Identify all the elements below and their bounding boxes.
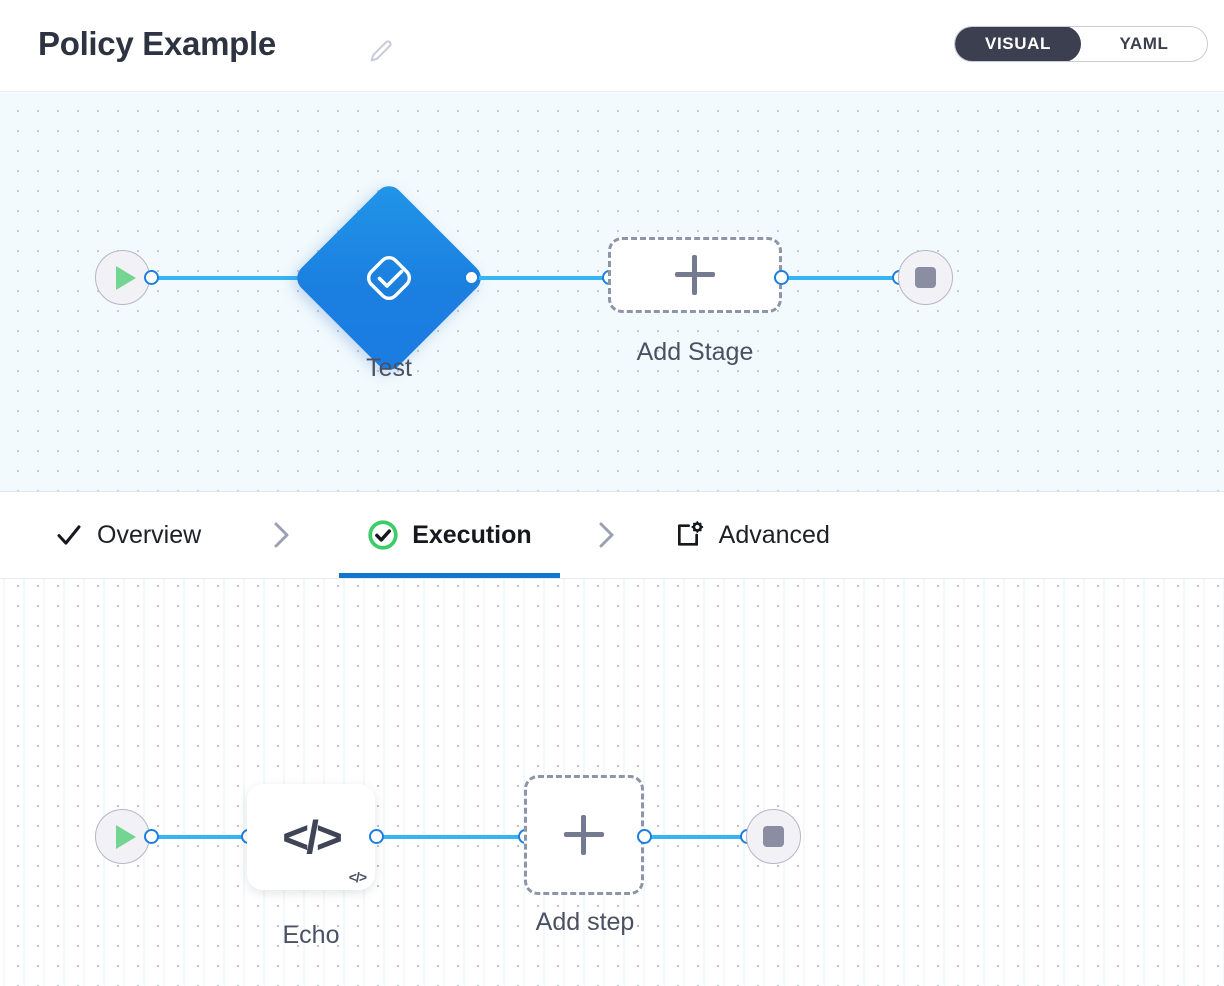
step-start-node[interactable]	[95, 809, 150, 864]
add-stage-button[interactable]	[608, 237, 782, 313]
tab-advanced[interactable]: Advanced	[664, 492, 840, 578]
plus-icon	[564, 815, 604, 855]
step-node-echo[interactable]: </> </>	[247, 784, 375, 890]
tab-label-advanced: Advanced	[718, 520, 830, 549]
add-step-label: Add step	[535, 908, 635, 936]
toggle-option-visual[interactable]: VISUAL	[955, 27, 1081, 61]
toggle-option-yaml[interactable]: YAML	[1119, 34, 1169, 53]
port-start-out[interactable]	[144, 270, 159, 285]
chevron-right-icon-1	[259, 492, 303, 578]
port-addstage-out[interactable]	[774, 270, 789, 285]
view-mode-toggle[interactable]: VISUAL YAML	[954, 26, 1208, 62]
tab-execution[interactable]: Execution	[339, 492, 561, 578]
stage-node-test[interactable]	[291, 180, 487, 376]
chevron-right-icon-2	[584, 492, 628, 578]
check-icon	[57, 525, 81, 545]
page-title: Policy Example	[38, 25, 276, 62]
plus-icon	[675, 255, 715, 295]
edge-test-addstage	[466, 276, 614, 280]
edge-start-test	[150, 276, 322, 280]
code-badge: </>	[348, 869, 367, 885]
check-circle-icon	[368, 520, 398, 550]
pencil-icon[interactable]	[366, 36, 396, 66]
stop-icon	[763, 826, 784, 847]
step-label-echo: Echo	[282, 921, 340, 949]
stage-end-node[interactable]	[898, 250, 953, 305]
section-tabs: Overview Execution	[0, 492, 1224, 578]
add-stage-label: Add Stage	[636, 338, 754, 366]
port-test-out[interactable]	[464, 270, 479, 285]
stop-icon	[915, 267, 936, 288]
tab-overview[interactable]: Overview	[44, 492, 211, 578]
edge-start-echo	[150, 835, 260, 839]
step-canvas[interactable]: </> </> Echo Add step	[0, 578, 1224, 986]
edge-echo-addstep	[376, 835, 528, 839]
port-echo-out[interactable]	[369, 829, 384, 844]
stage-canvas[interactable]: Test Add Stage	[0, 92, 1224, 492]
port-addstep-out[interactable]	[637, 829, 652, 844]
page-header: Policy Example VISUAL YAML	[0, 0, 1224, 92]
add-step-button[interactable]	[524, 775, 644, 895]
play-icon	[116, 265, 136, 290]
tab-label-overview: Overview	[97, 520, 202, 549]
edge-addstep-end	[642, 835, 754, 839]
play-icon	[116, 824, 136, 849]
port-step-start-out[interactable]	[144, 829, 159, 844]
step-end-node[interactable]	[746, 809, 801, 864]
stage-start-node[interactable]	[95, 250, 150, 305]
tab-label-execution: Execution	[412, 520, 532, 549]
window-gear-icon	[677, 521, 703, 546]
code-icon: </>	[282, 811, 342, 863]
stage-label-test: Test	[366, 354, 412, 382]
edge-addstage-end	[780, 276, 904, 280]
